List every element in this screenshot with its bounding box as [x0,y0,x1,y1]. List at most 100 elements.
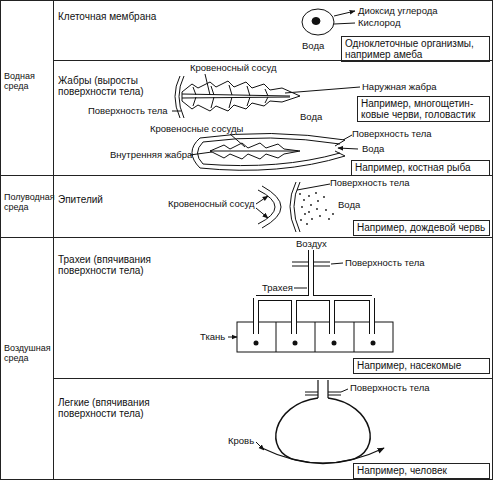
cell-nucleus [254,341,259,346]
airway [318,380,328,398]
part-label: Ткань [200,332,225,342]
gill-branches [193,85,268,108]
environment-name: Воздушная среда [4,343,50,363]
example-text: Например, человек [357,465,486,476]
water-dot [310,204,312,206]
water-dot [303,199,305,201]
part-label: Кровеносные сосуды [150,124,243,134]
cell-nucleus [332,341,337,346]
water-dot [304,213,306,215]
example-box: Например, насекомые [353,358,490,374]
organ-name: Жабры (выросты поверхности тела) [58,75,168,97]
example-box: Одноклеточные организмы, например амеба [341,36,490,62]
environment-cell: Полуводная среда [0,175,54,238]
cell-nucleus [293,341,298,346]
leader-line [256,196,268,204]
blood-vessel [182,94,290,98]
organ-row: Трахеи (впячивания поверхности тела) Напр… [53,237,493,379]
water-dot [299,193,301,195]
part-label: Кровеносный сосуд [190,63,277,73]
part-label: Воздух [296,239,327,249]
example-text: Например, многощетин- ковые черви, голов… [361,98,486,120]
lung-sac [276,398,370,464]
example-box: Например, многощетин- ковые черви, голов… [357,96,490,122]
water-dot [308,195,310,197]
body-surface [292,262,330,266]
cell-nucleus [312,18,320,25]
part-label: Кровь [228,436,254,446]
environment-cell: Водная среда [0,0,54,176]
water-dot [316,208,318,210]
example-text: Одноклеточные организмы, например амеба [345,38,486,60]
leader-line [343,135,352,140]
blood-vessel [258,190,275,224]
organ-row: ЭпителийНапример, дождевой червь [53,175,493,238]
cell-nucleus [371,341,376,346]
example-box: Например, костная рыба [351,160,490,176]
organ-name: Легкие (впячивания поверхности тела) [58,397,178,419]
water-dot [308,211,310,213]
water-dot [306,223,308,225]
water-dot [319,215,321,217]
water-arrow [338,148,358,149]
external-gill-drawing [172,74,360,118]
water-dots [299,192,334,225]
leader-line [228,337,237,338]
blood-vessel [262,448,384,463]
leader-line [334,11,355,16]
blood-vessel [262,186,281,228]
epithelium-drawing [256,182,330,232]
organ-name: Клеточная мембрана [58,11,218,22]
gill-outline [210,143,300,159]
water-dot [325,209,327,211]
environment-name: Полуводная среда [4,192,50,212]
organ-name: Эпителий [58,194,168,205]
amoeba-drawing [302,9,355,35]
leader-line [205,74,210,95]
example-text: Например, дождевой червь [357,222,486,233]
part-label: Кровеносный сосуд [168,199,255,209]
part-label: Вода [362,144,384,154]
leader-line [172,111,181,112]
example-box: Например, дождевой червь [353,220,490,236]
body-surface [198,138,341,166]
part-label: Поверхность тела [352,129,432,139]
leader-line [190,152,212,155]
example-text: Например, насекомые [357,360,486,371]
body-surface [290,182,296,232]
cell-membrane [302,9,334,35]
organ-row: Легкие (впячивания поверхности тела) Напр… [53,378,493,480]
leader-line [334,23,355,24]
part-label: Вода [338,200,360,210]
environment-cell: Воздушная среда [0,237,54,480]
part-label: Наружная жабра [362,82,437,92]
environment-name: Водная среда [4,71,50,91]
water-dot [300,219,302,221]
part-label: Трахея [262,283,293,293]
leader-line [285,87,360,93]
water-dot [311,218,313,220]
leader-line [331,263,343,264]
leader-line [256,208,268,218]
leader-line [297,184,330,190]
body-surface [305,392,341,395]
water-dot [315,192,317,194]
leader-line [341,389,348,392]
water-dot [328,218,330,220]
part-label: Поверхность тела [345,258,425,268]
body-surface [192,133,345,170]
organ-name: Трахеи (впячивания поверхности тела) [58,254,178,276]
part-label: Поверхность тела [350,383,430,393]
water-dot [323,196,325,198]
part-label: Внутренняя жабра [110,150,192,160]
water-dot [317,200,319,202]
leader-line [256,442,264,450]
example-box: Например, человек [353,463,490,479]
blood-vessel [210,151,298,152]
leader-line [230,134,245,147]
water-dot [301,206,303,208]
cell-wall [276,322,354,352]
water-dot [332,213,334,215]
